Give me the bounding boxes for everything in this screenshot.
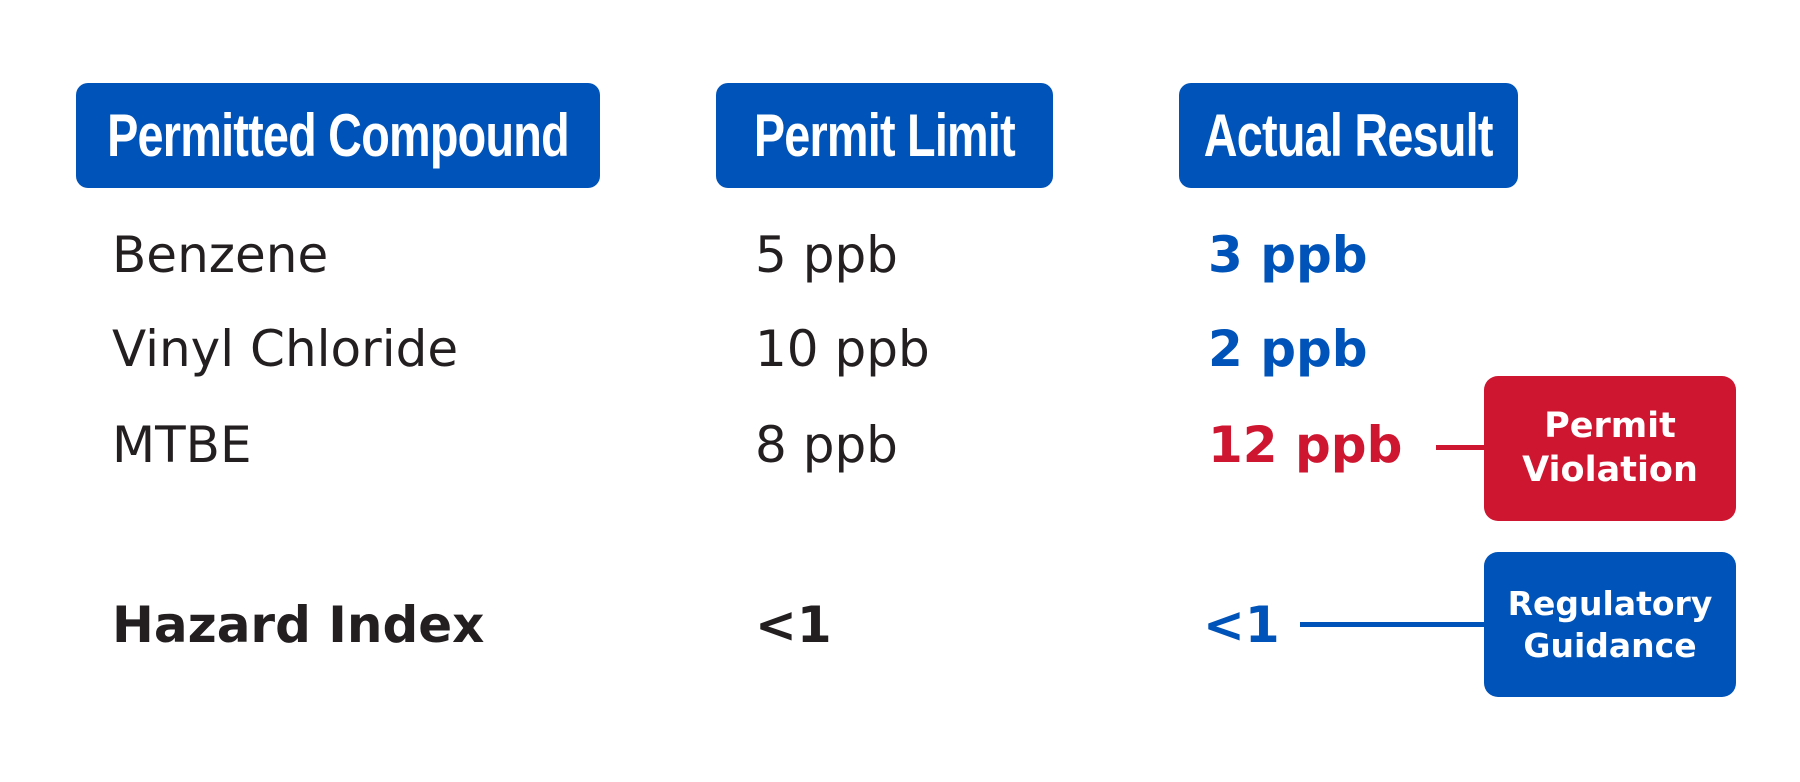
hazard-index-limit: <1 bbox=[755, 596, 832, 654]
limit-benzene: 5 ppb bbox=[755, 226, 898, 284]
regulatory-guidance-line2: Guidance bbox=[1523, 625, 1697, 665]
header-actual-result-label: Actual Result bbox=[1204, 102, 1494, 169]
header-actual-result: Actual Result bbox=[1179, 83, 1518, 188]
permit-violation-line1: Permit bbox=[1544, 405, 1676, 446]
header-permitted-compound-label: Permitted Compound bbox=[107, 102, 570, 169]
guidance-connector-line bbox=[1300, 622, 1486, 627]
header-permit-limit: Permit Limit bbox=[716, 83, 1053, 188]
regulatory-guidance-badge: Regulatory Guidance bbox=[1484, 552, 1736, 697]
limit-vinyl-chloride: 10 ppb bbox=[755, 320, 930, 378]
result-benzene: 3 ppb bbox=[1208, 226, 1368, 284]
compound-benzene: Benzene bbox=[112, 226, 329, 284]
permit-violation-line2: Violation bbox=[1522, 449, 1698, 490]
header-permitted-compound: Permitted Compound bbox=[76, 83, 600, 188]
compound-vinyl-chloride: Vinyl Chloride bbox=[112, 320, 459, 378]
regulatory-guidance-line1: Regulatory bbox=[1507, 584, 1713, 624]
limit-mtbe: 8 ppb bbox=[755, 416, 898, 474]
result-mtbe: 12 ppb bbox=[1208, 416, 1403, 474]
header-permit-limit-label: Permit Limit bbox=[753, 102, 1016, 169]
permit-violation-badge: Permit Violation bbox=[1484, 376, 1736, 521]
hazard-index-result: <1 bbox=[1203, 596, 1280, 654]
violation-connector-line bbox=[1436, 445, 1486, 450]
result-vinyl-chloride: 2 ppb bbox=[1208, 320, 1368, 378]
hazard-index-label: Hazard Index bbox=[112, 596, 485, 654]
compound-mtbe: MTBE bbox=[112, 416, 252, 474]
